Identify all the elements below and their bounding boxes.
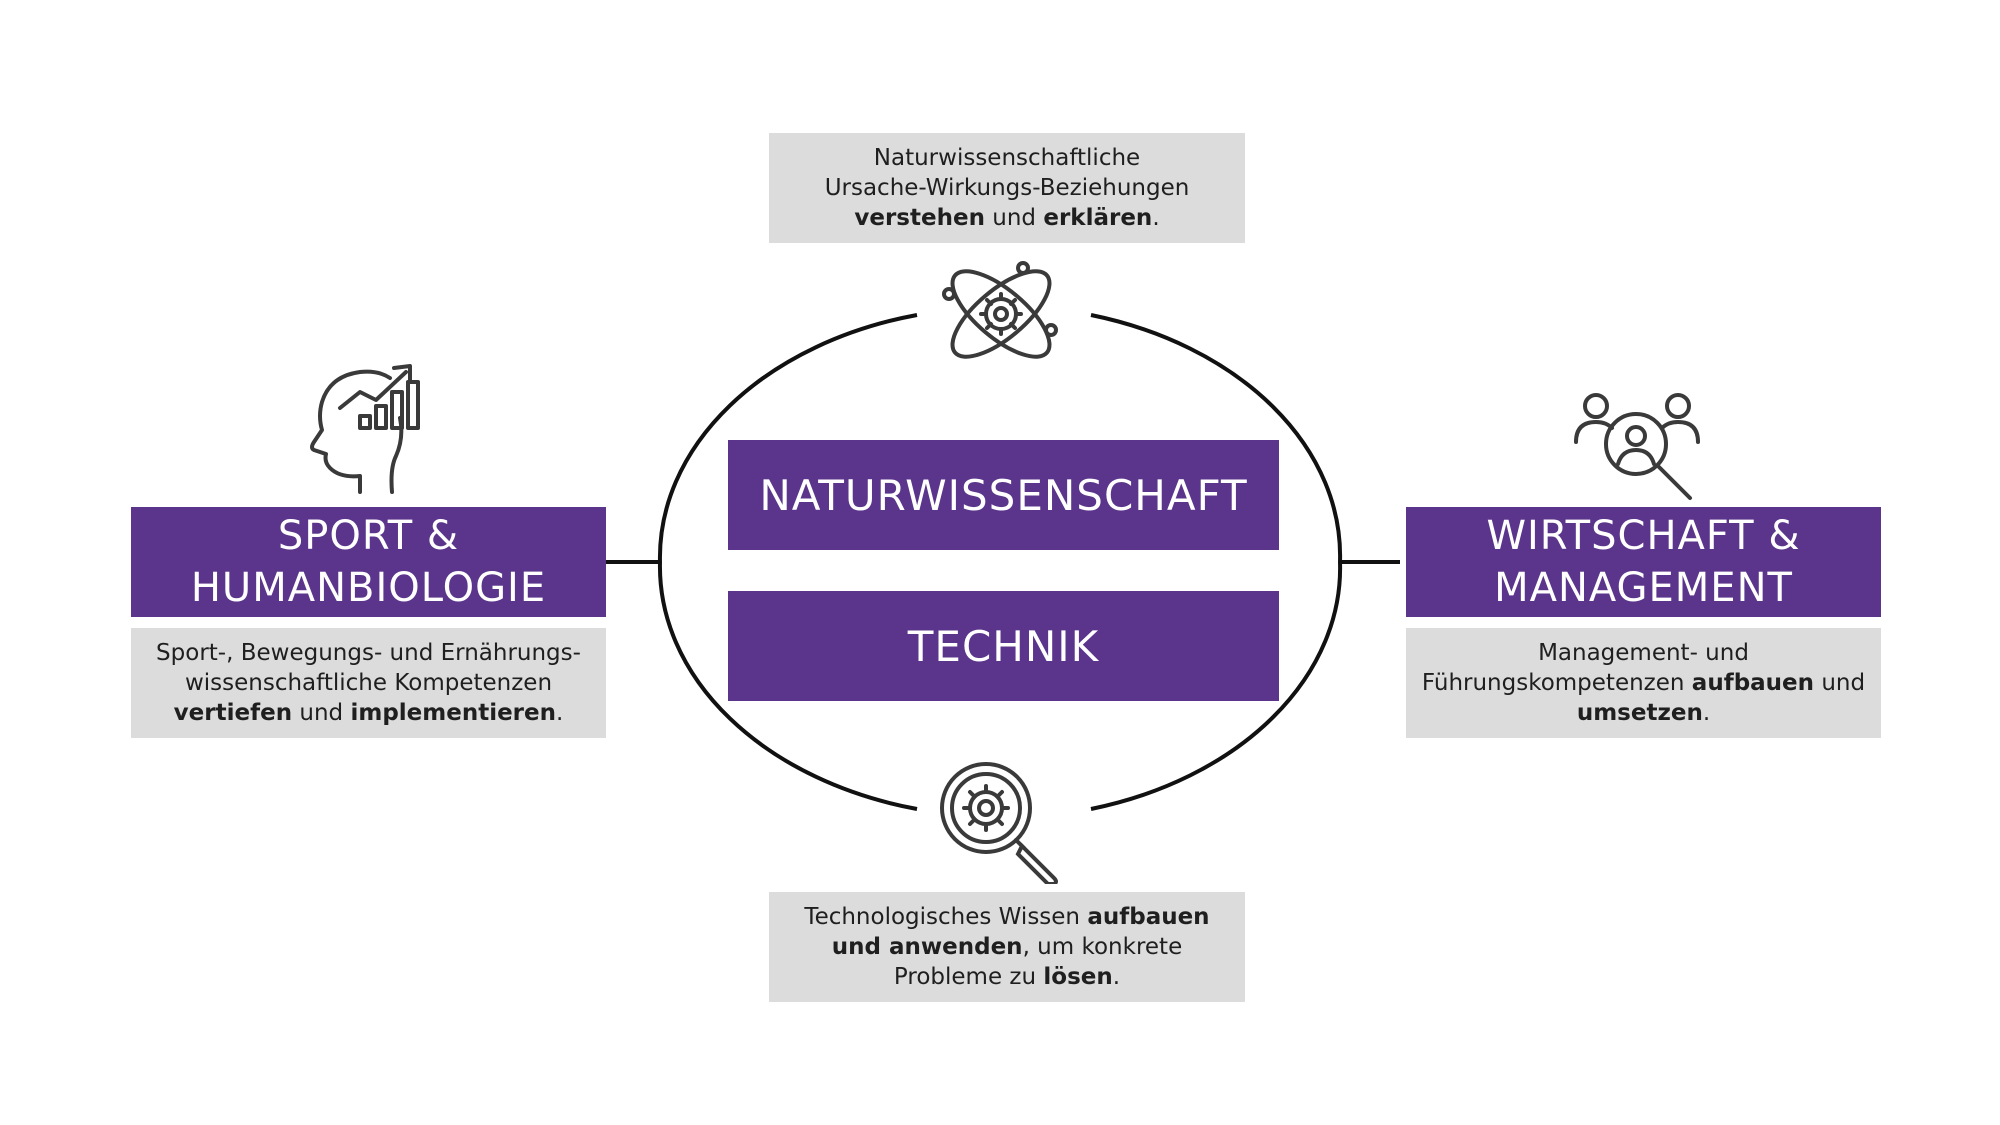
natur-text-und: und (984, 205, 1044, 231)
wirtschaft-desc-line2: Führungskompetenzen aufbauen und (1422, 668, 1865, 698)
natur-desc-line1: Naturwissenschaftliche (873, 145, 1141, 171)
wirtschaft-bold-aufbauen: aufbauen (1691, 670, 1815, 696)
ellipse-upper-arc (657, 313, 918, 811)
technik-text-probleme: Probleme zu (893, 964, 1044, 990)
technik-desc-line1: Technologisches Wissen aufbauen (804, 902, 1209, 932)
technik-description-box: Technologisches Wissen aufbauen und anwe… (769, 892, 1245, 1002)
sport-humanbiologie-box: SPORT & HUMANBIOLOGIE (131, 507, 606, 617)
naturwissenschaft-box: NATURWISSENSCHAFT (728, 440, 1279, 550)
head-growth-chart-icon (300, 358, 434, 494)
wirtschaft-text-fuehrung: Führungskompetenzen (1421, 670, 1692, 696)
sport-desc-line3: vertiefen und implementieren. (174, 698, 564, 728)
technik-desc-line2: und anwenden, um konkrete (832, 932, 1182, 962)
sport-bold-implementieren: implementieren (350, 700, 556, 726)
technik-desc-line3: Probleme zu lösen. (894, 962, 1120, 992)
technik-bold-loesen: lösen (1043, 964, 1113, 990)
sport-desc-line2: wissenschaftliche Kompetenzen (184, 670, 553, 696)
wirtschaft-management-box: WIRTSCHAFT & MANAGEMENT (1406, 507, 1881, 617)
magnifier-gear-icon (936, 760, 1066, 886)
natur-desc-line3: verstehen und erklären. (854, 203, 1159, 233)
naturwissenschaft-description-box: Naturwissenschaftliche Ursache-Wirkungs-… (769, 133, 1245, 243)
sport-description-box: Sport-, Bewegungs- und Ernährungs- wisse… (131, 628, 606, 738)
ellipse-right-arc (1090, 313, 1343, 811)
technik-bold-aufbauen: aufbauen (1087, 904, 1210, 930)
technik-text-konkrete: , um konkrete (1022, 934, 1183, 960)
sport-bold-vertiefen: vertiefen (173, 700, 293, 726)
sport-text-period: . (556, 700, 564, 726)
wirtschaft-bold-umsetzen: umsetzen (1576, 700, 1703, 726)
sport-title-line1: SPORT & (277, 513, 460, 559)
technik-text-period: . (1112, 964, 1121, 990)
wirtschaft-desc-line1: Management- und (1538, 640, 1749, 666)
natur-desc-line2: Ursache-Wirkungs-Beziehungen (824, 175, 1190, 201)
wirtschaft-description-box: Management- und Führungskompetenzen aufb… (1406, 628, 1881, 738)
natur-bold-verstehen: verstehen (854, 205, 985, 231)
wirtschaft-text-period: . (1702, 700, 1711, 726)
wirtschaft-desc-line3: umsetzen. (1577, 698, 1710, 728)
natur-text-period: . (1152, 205, 1160, 231)
atom-gear-icon (935, 250, 1067, 378)
wirtschaft-title-line2: MANAGEMENT (1494, 565, 1793, 611)
natur-bold-erklaeren: erklären (1043, 205, 1153, 231)
wirtschaft-text-und: und (1814, 670, 1866, 696)
sport-title-line2: HUMANBIOLOGIE (190, 565, 547, 611)
technik-bold-anwenden: und anwenden (831, 934, 1023, 960)
wirtschaft-title-line1: WIRTSCHAFT & (1486, 513, 1801, 559)
sport-desc-line1: Sport-, Bewegungs- und Ernährungs- (156, 640, 581, 666)
technik-label: TECHNIK (907, 621, 1100, 671)
technik-text-wissen: Technologisches Wissen (804, 904, 1088, 930)
technik-box: TECHNIK (728, 591, 1279, 701)
people-search-icon (1572, 392, 1702, 502)
naturwissenschaft-label: NATURWISSENSCHAFT (759, 470, 1248, 520)
sport-text-und: und (292, 700, 351, 726)
